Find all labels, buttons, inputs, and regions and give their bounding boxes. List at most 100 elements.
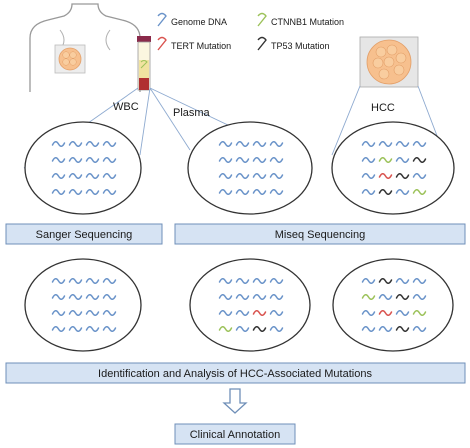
- dna-grid-top-hcc: [361, 141, 427, 195]
- genome-dna-strand: [252, 294, 267, 300]
- tert-mutation-strand: [378, 310, 393, 316]
- miseq-sequencing-label: Miseq Sequencing: [275, 229, 366, 241]
- tp53-mutation-strand: [378, 189, 393, 195]
- genome-dna-strand: [68, 189, 83, 195]
- genome-dna-strand: [68, 310, 83, 316]
- ctnnb1-mutation-strand: [378, 157, 393, 163]
- tp53-mutation-strand: [252, 326, 267, 332]
- genome-dna-strand: [361, 189, 376, 195]
- genome-dna-strand: [252, 141, 267, 147]
- genome-dna-strand: [269, 189, 284, 195]
- genome-dna-strand: [378, 141, 393, 147]
- dna-grid-top-plasma: [218, 141, 284, 195]
- legend-genome-label: Genome DNA: [171, 17, 227, 27]
- legend-ctnnb1-label: CTNNB1 Mutation: [271, 17, 344, 27]
- genome-dna-strand: [378, 326, 393, 332]
- genome-dna-strand: [218, 157, 233, 163]
- genome-dna-strand: [235, 189, 250, 195]
- genome-dna-strand: [102, 189, 117, 195]
- genome-dna-strand: [252, 278, 267, 284]
- genome-dna-strand: [218, 189, 233, 195]
- genome-dna-strand: [85, 310, 100, 316]
- dna-grid-top-wbc: [51, 141, 117, 195]
- genome-dna-strand: [68, 173, 83, 179]
- genome-dna-strand: [85, 157, 100, 163]
- genome-dna-strand: [51, 157, 66, 163]
- ellipse-top-hcc: [331, 121, 455, 215]
- ellipse-top-wbc: [24, 121, 142, 215]
- genome-dna-strand: [85, 326, 100, 332]
- genome-dna-strand: [68, 326, 83, 332]
- genome-dna-strand: [269, 141, 284, 147]
- genome-dna-strand: [218, 294, 233, 300]
- liver-tumor-icon: [54, 44, 86, 74]
- genome-dna-strand: [235, 310, 250, 316]
- genome-dna-strand: [85, 189, 100, 195]
- tp53-mutation-strand: [395, 173, 410, 179]
- genome-dna-strand: [51, 189, 66, 195]
- genome-dna-strand: [252, 189, 267, 195]
- ellipse-bottom-wbc: [24, 258, 142, 352]
- legend-genome-icon: [157, 12, 167, 27]
- genome-dna-strand: [269, 157, 284, 163]
- genome-dna-strand: [218, 141, 233, 147]
- genome-dna-strand: [395, 157, 410, 163]
- genome-dna-strand: [51, 310, 66, 316]
- genome-dna-strand: [361, 157, 376, 163]
- identification-box: [5, 362, 466, 384]
- hcc-tissue-icon: [359, 36, 419, 88]
- identification-label: Identification and Analysis of HCC-Assoc…: [98, 368, 372, 380]
- genome-dna-strand: [51, 141, 66, 147]
- genome-dna-strand: [269, 326, 284, 332]
- genome-dna-strand: [68, 278, 83, 284]
- genome-dna-strand: [235, 157, 250, 163]
- genome-dna-strand: [269, 278, 284, 284]
- ellipse-bottom-hcc: [332, 258, 454, 352]
- genome-dna-strand: [361, 326, 376, 332]
- legend-ctnnb1-icon: [257, 12, 267, 27]
- genome-dna-strand: [102, 326, 117, 332]
- genome-dna-strand: [395, 278, 410, 284]
- blood-tube-icon: [137, 36, 151, 91]
- dna-grid-bottom-plasma: [218, 278, 284, 332]
- genome-dna-strand: [235, 173, 250, 179]
- genome-dna-strand: [235, 141, 250, 147]
- genome-dna-strand: [378, 294, 393, 300]
- genome-dna-strand: [218, 310, 233, 316]
- genome-dna-strand: [412, 141, 427, 147]
- genome-dna-strand: [412, 294, 427, 300]
- genome-dna-strand: [102, 278, 117, 284]
- genome-dna-strand: [361, 173, 376, 179]
- genome-dna-strand: [218, 278, 233, 284]
- legend: Genome DNA TERT Mutation CTNNB1 Mutation…: [157, 12, 344, 51]
- genome-dna-strand: [235, 278, 250, 284]
- genome-dna-strand: [102, 173, 117, 179]
- genome-dna-strand: [395, 141, 410, 147]
- ctnnb1-mutation-strand: [412, 310, 427, 316]
- clinical-annotation-box: [174, 423, 296, 445]
- ctnnb1-mutation-strand: [218, 326, 233, 332]
- ctnnb1-mutation-strand: [361, 294, 376, 300]
- genome-dna-strand: [102, 310, 117, 316]
- sample-label-wbc: WBC: [113, 101, 139, 113]
- genome-dna-strand: [85, 173, 100, 179]
- genome-dna-strand: [395, 310, 410, 316]
- miseq-sequencing-box: [174, 223, 466, 245]
- ctnnb1-mutation-strand: [412, 189, 427, 195]
- genome-dna-strand: [235, 326, 250, 332]
- tert-mutation-strand: [378, 173, 393, 179]
- tp53-mutation-strand: [395, 294, 410, 300]
- tp53-mutation-strand: [395, 326, 410, 332]
- genome-dna-strand: [269, 294, 284, 300]
- genome-dna-strand: [51, 173, 66, 179]
- dna-grid-bottom-hcc: [361, 278, 427, 332]
- genome-dna-strand: [361, 278, 376, 284]
- genome-dna-strand: [102, 294, 117, 300]
- genome-dna-strand: [395, 189, 410, 195]
- sanger-sequencing-box: [5, 223, 163, 245]
- genome-dna-strand: [412, 173, 427, 179]
- genome-dna-strand: [102, 141, 117, 147]
- genome-dna-strand: [68, 157, 83, 163]
- genome-dna-strand: [252, 157, 267, 163]
